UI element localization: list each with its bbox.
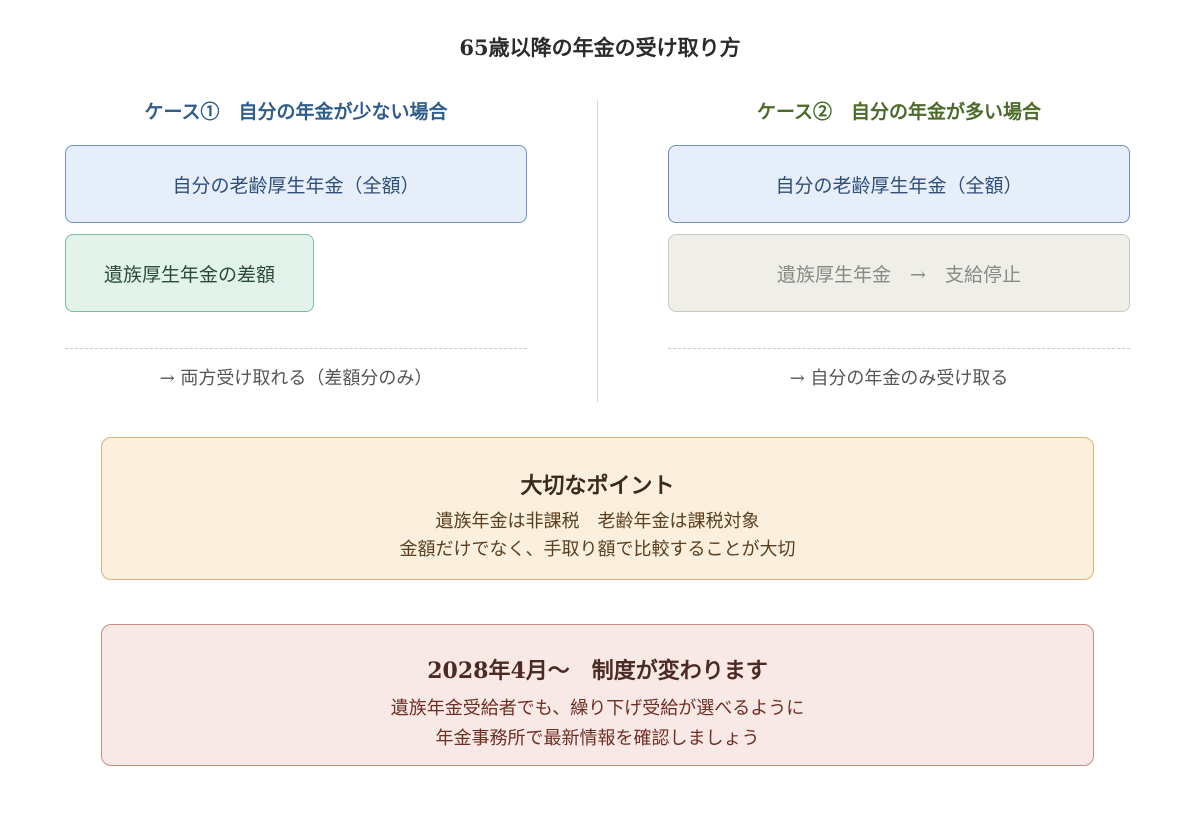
case1-result-text: → 両方受け取れる（差額分のみ）	[159, 368, 433, 389]
case2-own-pension-box: 自分の老齢厚生年金（全額）	[668, 145, 1130, 223]
case2-survivor-suspended-box: 遺族厚生年金 → 支給停止	[668, 234, 1130, 312]
case2-result-text: → 自分の年金のみ受け取る	[789, 368, 1009, 389]
column-divider	[597, 100, 598, 402]
case1-survivor-difference-box: 遺族厚生年金の差額	[65, 234, 314, 312]
case1-dashed-separator	[65, 348, 527, 349]
case1-heading: ケース① 自分の年金が少ない場合	[144, 101, 448, 123]
page-title: 65歳以降の年金の受け取り方	[459, 35, 741, 60]
important-point-line2: 金額だけでなく、手取り額で比較することが大切	[399, 539, 796, 560]
important-point-panel: 大切なポイント 遺族年金は非課税 老齢年金は課税対象 金額だけでなく、手取り額で…	[101, 437, 1094, 580]
case1-own-pension-box: 自分の老齢厚生年金（全額）	[65, 145, 527, 223]
important-point-line1: 遺族年金は非課税 老齢年金は課税対象	[435, 511, 760, 532]
system-change-line1: 遺族年金受給者でも、繰り下げ受給が選べるように	[390, 698, 805, 719]
system-change-line2: 年金事務所で最新情報を確認しましょう	[435, 728, 760, 749]
important-point-title: 大切なポイント	[520, 473, 675, 499]
system-change-title: 2028年4月〜 制度が変わります	[427, 658, 768, 684]
system-change-panel: 2028年4月〜 制度が変わります 遺族年金受給者でも、繰り下げ受給が選べるよう…	[101, 624, 1094, 766]
case2-dashed-separator	[668, 348, 1130, 349]
case2-heading: ケース② 自分の年金が多い場合	[756, 101, 1042, 123]
